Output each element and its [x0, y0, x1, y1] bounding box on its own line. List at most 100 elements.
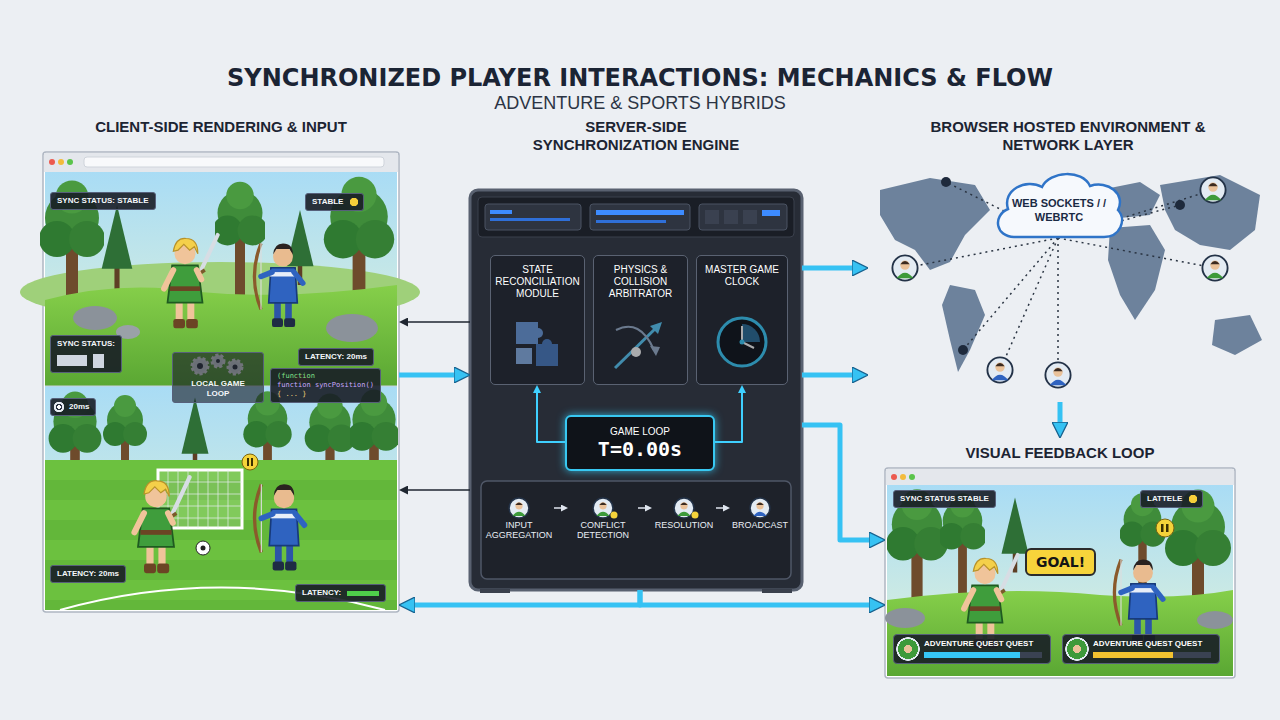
goal-bubble: GOAL! [1025, 548, 1096, 576]
node-text: INPUT AGGREGATION [484, 520, 554, 540]
latency-badge: LATENCY: 20ms [50, 565, 126, 583]
section-heading: SERVER-SIDE SYNCHRONIZATION ENGINE [518, 112, 754, 154]
network-layer: BROWSER HOSTED ENVIRONMENT & NETWORK LAY… [868, 112, 1268, 402]
feedback-window [885, 468, 1235, 678]
feedback-window [900, 474, 906, 480]
soccer-scene [45, 560, 397, 580]
soccer-scene [201, 546, 206, 551]
pipeline-step: INPUT AGGREGATION [484, 496, 554, 540]
flow-arrow [716, 507, 723, 509]
server-housing [485, 204, 581, 230]
feedback-window [1166, 524, 1169, 532]
feedback-window [887, 485, 1233, 676]
client-panel: CLIENT-SIDE RENDERING & INPUT SYNC STATUS… [43, 112, 399, 612]
node-text: LATTELE [1147, 494, 1182, 504]
client-window [49, 159, 55, 165]
node-text: STABLE [312, 197, 343, 207]
node-text: GAME LOOP [567, 426, 713, 438]
world-map [942, 285, 985, 372]
node-text: { ... } [277, 390, 374, 399]
player-avatars [941, 177, 951, 187]
latency-badge: LATENCY: [295, 584, 386, 602]
player-avatars [892, 177, 1227, 388]
node-text: LATENCY: 20ms [305, 352, 367, 362]
feedback-window [885, 468, 1235, 678]
feedback-window [885, 608, 925, 628]
latency-badge: 20ms [50, 398, 96, 416]
flow-arrow [415, 590, 640, 605]
world-map [880, 178, 990, 270]
cloud-node: WEB SOCKETS / / WEBRTC [990, 166, 1128, 240]
pipeline-avatars [593, 498, 613, 518]
subtitle: ADVENTURE & SPORTS HYBRIDS [0, 92, 1280, 114]
server-housing [490, 210, 512, 214]
node-text: T=0.00s [567, 438, 713, 460]
feedback-window [891, 474, 897, 480]
server-housing [590, 204, 690, 230]
pipeline-avatars [611, 512, 618, 519]
node-text: GOAL! [1036, 553, 1085, 571]
player-avatars [987, 357, 1012, 382]
feedback-panel: VISUAL FEEDBACK LOOPSYNC STATUS STABLELA… [885, 438, 1235, 678]
module-box: MASTER GAME CLOCK [696, 255, 788, 385]
feedback-window [1156, 519, 1174, 537]
soccer-scene [45, 386, 397, 610]
server-housing [470, 190, 802, 590]
server-housing [596, 220, 666, 223]
feedback-window [1114, 560, 1162, 644]
flow-arrow [802, 425, 869, 540]
server-housing [724, 210, 738, 224]
world-map [1212, 315, 1262, 355]
node-text: 20ms [69, 402, 89, 412]
node-text: function syncPosition() [277, 381, 374, 390]
latency-badge: LATENCY: 20ms [298, 348, 374, 366]
server-housing [478, 197, 794, 237]
status-badge: SYNC STATUS STABLE [893, 490, 996, 508]
node-text: ADVENTURE QUEST QUEST [924, 639, 1044, 649]
section-heading: CLIENT-SIDE RENDERING & INPUT [51, 112, 391, 136]
server-housing [762, 210, 780, 216]
node-text: LOCAL GAME LOOP [179, 379, 257, 399]
node-text: LATENCY: [302, 588, 341, 598]
forest-scene [73, 306, 117, 330]
quest-bar: ADVENTURE QUEST QUEST [893, 634, 1051, 664]
feedback-window [887, 590, 1233, 676]
server-housing [743, 210, 757, 224]
cloud-outline [998, 174, 1122, 237]
player-avatars [892, 255, 917, 280]
feedback-window [1161, 524, 1164, 532]
pipeline-step: BROADCAST [730, 496, 790, 530]
flow-arrow [1058, 402, 1063, 422]
node-text: PHYSICS & COLLISION ARBITRATOR [598, 264, 683, 300]
player-avatars [1200, 177, 1225, 202]
module-box: PHYSICS & COLLISION ARBITRATOR [593, 255, 688, 385]
world-map [1108, 225, 1165, 320]
latency-badge: LATTELE [1140, 490, 1203, 508]
world-map [880, 175, 1262, 372]
server-housing [470, 190, 802, 593]
node-text: SYNC STATUS STABLE [900, 494, 989, 504]
flow-arrow [715, 393, 742, 442]
server-housing [705, 210, 719, 224]
feedback-window [938, 493, 986, 600]
client-window [44, 153, 398, 172]
status-badge: STABLE [305, 193, 364, 211]
soccer-scene [255, 484, 305, 570]
soccer-scene [45, 386, 400, 610]
server-housing [490, 218, 570, 221]
pipeline-avatars [692, 512, 699, 519]
node-text: SYNC STATUS: [57, 339, 115, 349]
flow-arrow [638, 507, 645, 509]
flow-arrow [537, 393, 565, 442]
forest-scene [213, 182, 268, 303]
server-housing [480, 589, 510, 593]
pipeline-step: CONFLICT DETECTION [568, 496, 638, 540]
flow-arrow [408, 321, 470, 323]
input-panel: SYNC STATUS: [50, 335, 122, 373]
feedback-window [1197, 611, 1233, 629]
client-window [84, 157, 384, 167]
pipeline-avatars [509, 498, 529, 518]
quest-bar: ADVENTURE QUEST QUEST [1062, 634, 1220, 664]
forest-scene [326, 314, 378, 342]
pipeline-avatars [750, 498, 770, 518]
